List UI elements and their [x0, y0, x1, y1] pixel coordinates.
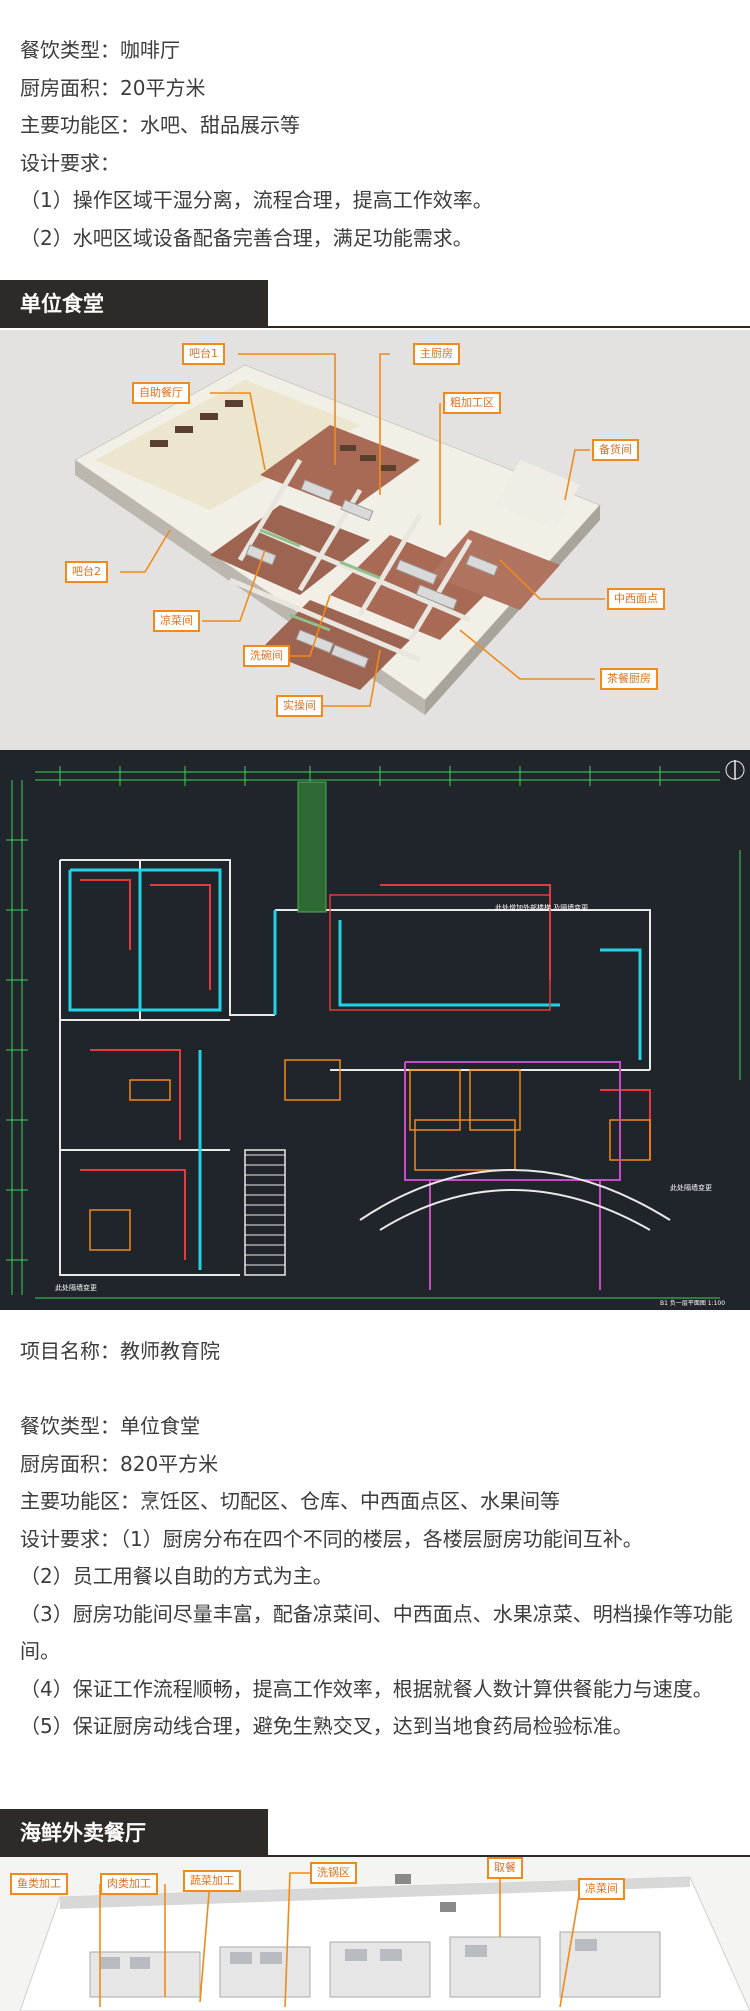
- canteen-line: （3）厨房功能间尽量丰富，配备凉菜间、中西面点、水果凉菜、明档操作等功能间。: [20, 1601, 733, 1664]
- callout-label: 凉菜间: [153, 610, 200, 632]
- kitchen-render-illustration: [74, 353, 605, 715]
- cafe-line: 设计要求：: [20, 150, 120, 175]
- plan-note: 此处隔墙变更: [55, 1283, 97, 1292]
- banner-rule: [268, 1855, 750, 1857]
- canteen-line: 设计要求：（1）厨房分布在四个不同的楼层，各楼层厨房功能间互补。: [20, 1526, 643, 1551]
- callout-label: 鱼类加工: [10, 1873, 68, 1895]
- cafe-line: 主要功能区：水吧、甜品展示等: [20, 113, 300, 137]
- plan-note: 此处增加外部楼梯 及隔墙变更: [495, 903, 588, 912]
- cafe-line: 厨房面积：20平方米: [20, 75, 206, 100]
- callout-label: 粗加工区: [443, 392, 501, 414]
- canteen-project-name: 项目名称：教师教育院: [20, 1333, 740, 1371]
- callout-label: 吧台2: [65, 561, 108, 583]
- seafood-3d-render: 鱼类加工 肉类加工 蔬菜加工 洗锅区 取餐 凉菜间: [0, 1857, 750, 2011]
- section-banner-canteen: 单位食堂: [0, 280, 750, 328]
- canteen-line: （2）员工用餐以自助的方式为主。: [20, 1564, 333, 1588]
- cafe-line: 餐饮类型：咖啡厅: [20, 38, 180, 62]
- cafe-description: 餐饮类型：咖啡厅 厨房面积：20平方米 主要功能区：水吧、甜品展示等 设计要求：…: [20, 32, 740, 257]
- seafood-render-illustration: [19, 1869, 750, 2011]
- callout-label: 中西面点: [607, 588, 665, 610]
- section-title: 单位食堂: [0, 280, 268, 328]
- banner-rule: [268, 326, 750, 328]
- callout-label: 茶餐厨房: [600, 668, 658, 690]
- callout-label: 自助餐厅: [132, 382, 190, 404]
- cafe-line: （1）操作区域干湿分离，流程合理，提高工作效率。: [20, 188, 493, 212]
- callout-label: 主厨房: [413, 343, 460, 365]
- cafe-line: （2）水吧区域设备配备完善合理，满足功能需求。: [20, 225, 473, 250]
- plan-title: B1 负一层平面图 1:100: [660, 1299, 725, 1307]
- callout-label: 蔬菜加工: [183, 1870, 241, 1892]
- plan-note: 此处隔墙变更: [670, 1183, 712, 1192]
- callout-label: 实操间: [276, 695, 323, 717]
- canteen-description: 餐饮类型：单位食堂 厨房面积：820平方米 主要功能区：烹饪区、切配区、仓库、中…: [20, 1408, 740, 1746]
- section-title: 海鲜外卖餐厅: [0, 1809, 268, 1857]
- canteen-line: （4）保证工作流程顺畅，提高工作效率，根据就餐人数计算供餐能力与速度。: [20, 1676, 713, 1701]
- callout-label: 备货间: [592, 439, 639, 461]
- project-line: 项目名称：教师教育院: [20, 1339, 220, 1363]
- canteen-line: 餐饮类型：单位食堂: [20, 1414, 200, 1438]
- callout-label: 肉类加工: [100, 1873, 158, 1895]
- canteen-3d-render: 吧台1 自助餐厅 主厨房 粗加工区 备货间 吧台2 凉菜间 洗碗间 中西面点 茶…: [0, 330, 750, 750]
- canteen-line: 厨房面积：820平方米: [20, 1451, 219, 1476]
- callout-label: 吧台1: [182, 343, 225, 365]
- canteen-floor-plan: 此处增加外部楼梯 及隔墙变更 此处隔墙变更 此处隔墙变更 B1 负一层平面图 1…: [0, 750, 750, 1310]
- callout-label: 洗锅区: [310, 1862, 357, 1884]
- callout-label: 取餐: [487, 1857, 523, 1879]
- cad-drawing: 此处增加外部楼梯 及隔墙变更 此处隔墙变更 此处隔墙变更 B1 负一层平面图 1…: [6, 760, 745, 1307]
- canteen-line: （5）保证厨房动线合理，避免生熟交叉，达到当地食药局检验标准。: [20, 1714, 633, 1738]
- canteen-line: 主要功能区：烹饪区、切配区、仓库、中西面点区、水果间等: [20, 1489, 560, 1513]
- callout-label: 洗碗间: [243, 645, 290, 667]
- section-banner-seafood: 海鲜外卖餐厅: [0, 1809, 750, 1857]
- callout-label: 凉菜间: [578, 1878, 625, 1900]
